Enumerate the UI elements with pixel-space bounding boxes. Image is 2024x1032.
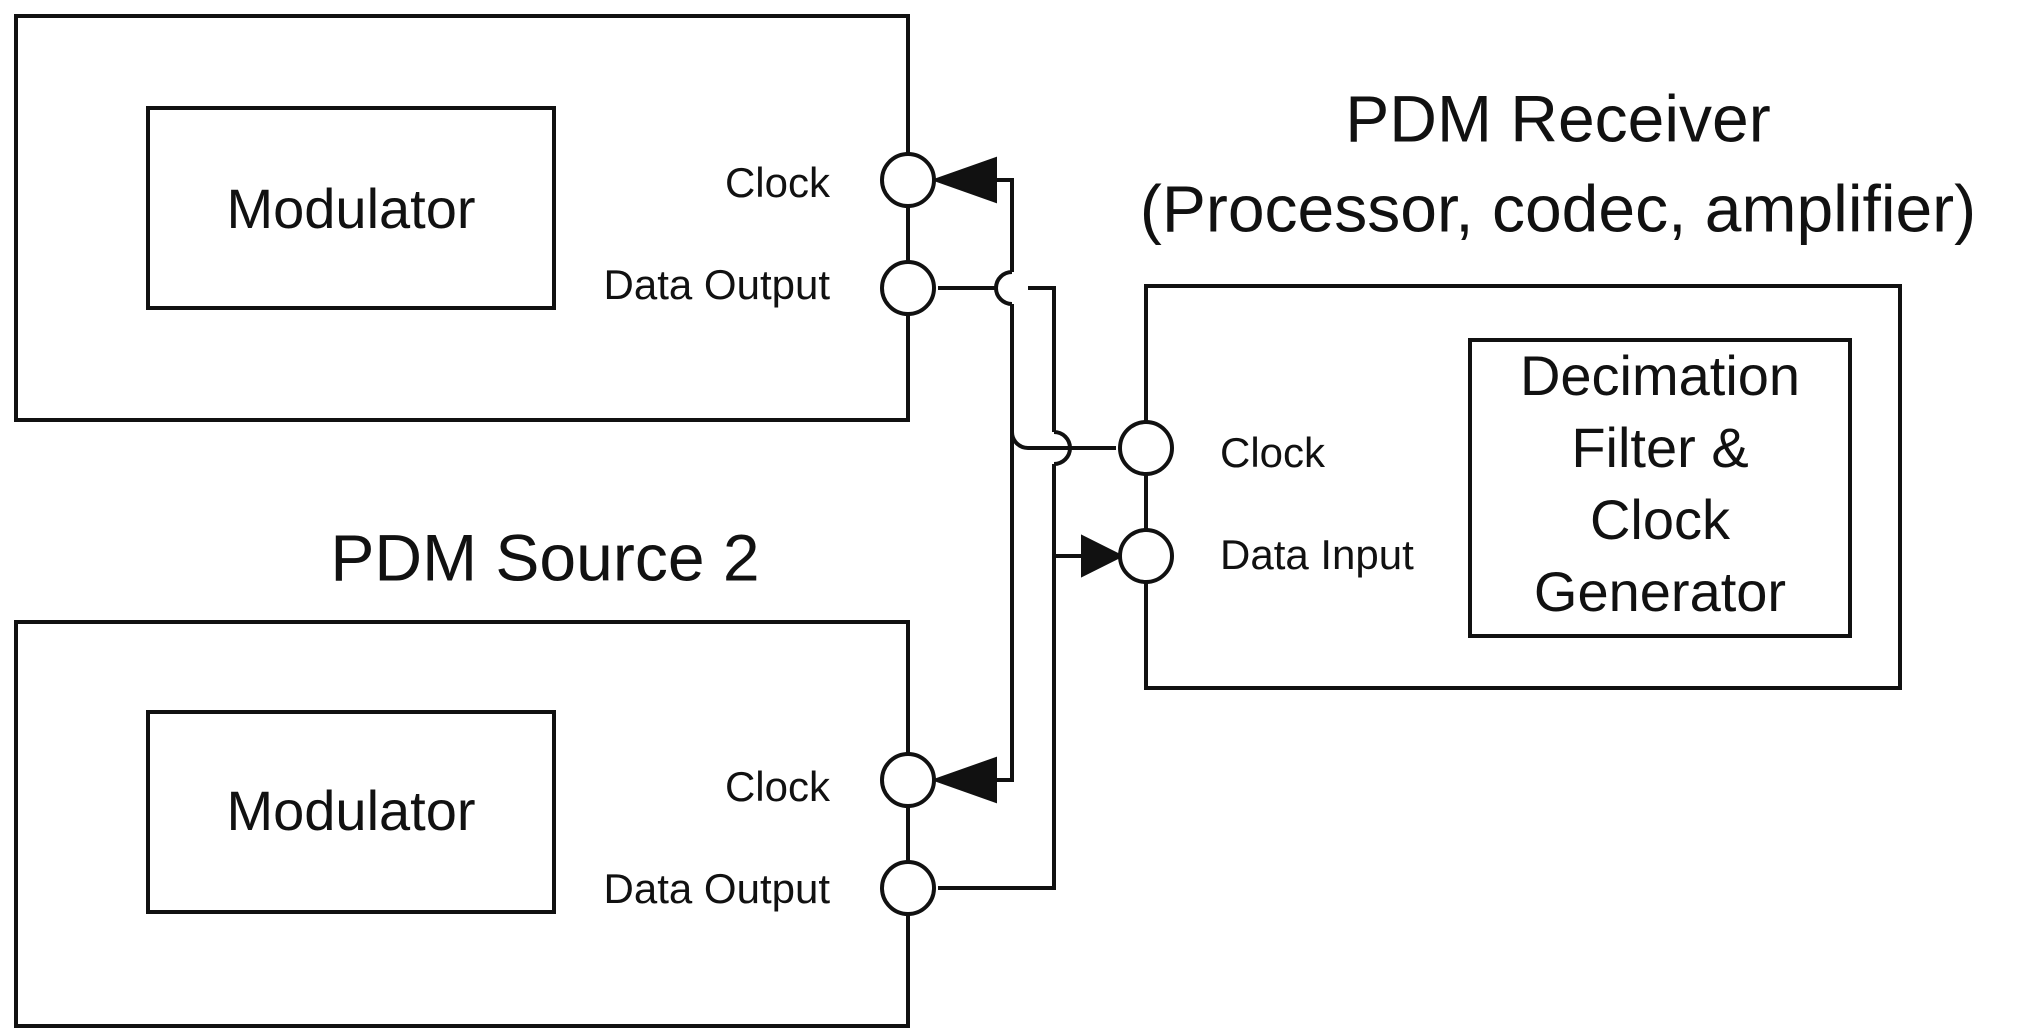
source-2-clock-label: Clock xyxy=(725,763,831,810)
receiver-data-input-label: Data Input xyxy=(1220,531,1414,578)
source-1-data-output-label: Data Output xyxy=(604,261,831,308)
decimation-filter-line-2: Filter & xyxy=(1571,416,1748,479)
source-1-clock-label: Clock xyxy=(725,159,831,206)
receiver-title-line-2: (Processor, codec, amplifier) xyxy=(1140,171,1976,245)
wiring xyxy=(931,156,1125,890)
decimation-filter-line-3: Clock xyxy=(1590,488,1731,551)
data-wire-source-1-b xyxy=(1028,286,1056,432)
source-2-clock-pin xyxy=(880,752,936,808)
source-2-modulator-box xyxy=(146,710,556,914)
receiver-clock-label: Clock xyxy=(1220,429,1326,476)
pdm-source-2: PDM Source 2 Modulator Clock Data Output xyxy=(14,520,910,1028)
receiver-box xyxy=(1144,284,1902,690)
source-2-clock-arrow xyxy=(931,756,997,804)
pdm-receiver: PDM Receiver (Processor, codec, amplifie… xyxy=(1140,81,1976,690)
pdm-source-1: Modulator Clock Data Output xyxy=(14,14,910,422)
receiver-data-arrow xyxy=(1081,534,1125,578)
decimation-filter-line-4: Generator xyxy=(1534,560,1786,623)
clock-wire-hop-1 xyxy=(994,270,1013,306)
source-1-clock-arrow xyxy=(931,156,997,204)
data-wire-bus-lower xyxy=(938,464,1056,890)
decimation-filter-box xyxy=(1468,338,1852,638)
data-wire-hop xyxy=(1053,430,1072,466)
source-1-modulator-label: Modulator xyxy=(226,177,475,240)
source-1-clock-pin xyxy=(880,152,936,208)
source-2-box xyxy=(14,620,910,1028)
receiver-clock-pin xyxy=(1118,420,1174,476)
source-2-title: PDM Source 2 xyxy=(330,520,759,594)
source-2-data-pin xyxy=(880,860,936,916)
clock-wire-mid-2 xyxy=(952,432,1014,782)
clock-wire-hop-2 xyxy=(1010,431,1029,450)
source-1-data-pin xyxy=(880,260,936,316)
source-1-modulator-box xyxy=(146,106,556,310)
receiver-data-pin xyxy=(1118,528,1174,584)
receiver-title-line-1: PDM Receiver xyxy=(1345,81,1770,155)
source-2-modulator-label: Modulator xyxy=(226,779,475,842)
pins xyxy=(880,152,1174,916)
source-1-box xyxy=(14,14,910,422)
source-2-data-output-label: Data Output xyxy=(604,865,831,912)
decimation-filter-line-1: Decimation xyxy=(1520,344,1800,407)
